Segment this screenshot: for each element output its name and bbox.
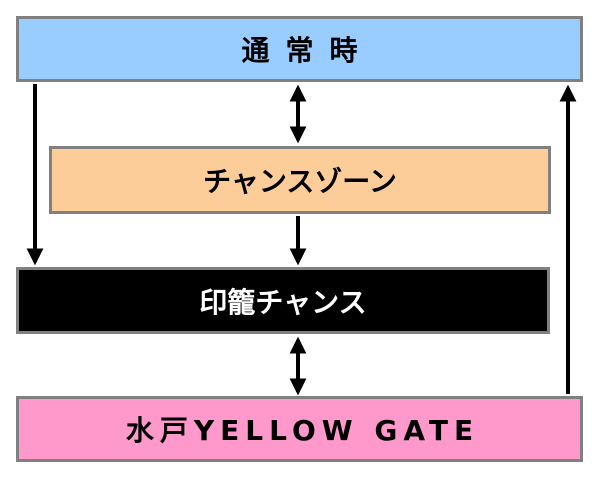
node-chance-zone: チャンスゾーン (49, 146, 551, 214)
node-normal: 通常時 (16, 16, 583, 82)
node-inro-chance-label: 印籠チャンス (199, 285, 367, 319)
node-mito-yellow-gate: 水戸YELLOW GATE (16, 396, 583, 462)
node-inro-chance: 印籠チャンス (16, 267, 550, 334)
node-normal-label: 通常時 (241, 34, 374, 67)
node-chance-zone-label: チャンスゾーン (203, 165, 397, 198)
node-mito-yellow-gate-label: 水戸YELLOW GATE (125, 414, 480, 447)
